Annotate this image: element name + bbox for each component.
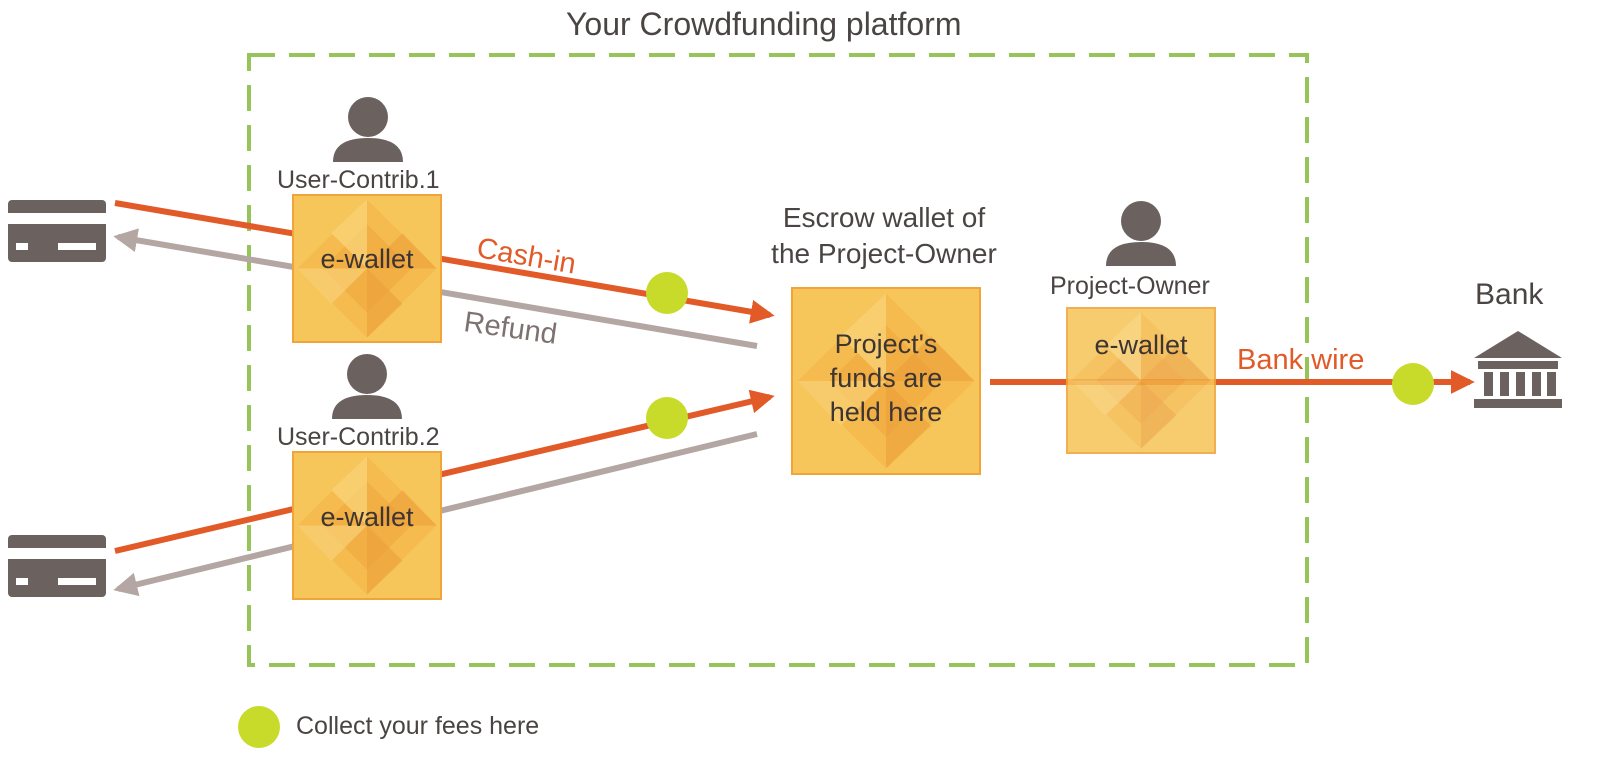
credit-card-icon xyxy=(8,535,106,597)
user-icon xyxy=(1106,201,1176,266)
escrow-title-line2: the Project-Owner xyxy=(771,238,997,269)
bank-wire-label: Bank wire xyxy=(1237,344,1365,376)
user-contrib-2-wallet-label: e-wallet xyxy=(320,502,414,532)
owner-wallet-label: e-wallet xyxy=(1094,330,1188,360)
user-icon xyxy=(333,97,403,162)
user-contrib-2-label: User-Contrib.2 xyxy=(277,423,440,451)
credit-card-icon xyxy=(8,200,106,262)
bank-icon xyxy=(1474,331,1562,408)
escrow-title-line1: Escrow wallet of xyxy=(782,202,986,233)
fee-dot-icon xyxy=(646,397,688,439)
escrow-body-line3: held here xyxy=(829,397,943,427)
platform-title: Your Crowdfunding platform xyxy=(566,6,962,42)
fee-dot-icon xyxy=(238,706,280,748)
legend-fees-label: Collect your fees here xyxy=(296,712,540,740)
user-wallet-box xyxy=(292,451,442,600)
escrow-body-line2: funds are xyxy=(829,363,943,393)
platform-boundary xyxy=(247,53,1309,667)
bank-label: Bank xyxy=(1475,278,1544,311)
user-contrib-1-wallet-label: e-wallet xyxy=(320,244,414,274)
project-owner-label: Project-Owner xyxy=(1050,272,1210,300)
fee-dot-icon xyxy=(646,272,688,314)
escrow-wallet-box xyxy=(791,287,981,475)
owner-wallet-box xyxy=(1066,307,1216,454)
fee-dot-icon xyxy=(1392,363,1434,405)
user-contrib-1-label: User-Contrib.1 xyxy=(277,166,440,194)
escrow-body-line1: Project's xyxy=(834,329,938,359)
user-icon xyxy=(332,354,402,419)
user-wallet-box xyxy=(292,194,442,343)
